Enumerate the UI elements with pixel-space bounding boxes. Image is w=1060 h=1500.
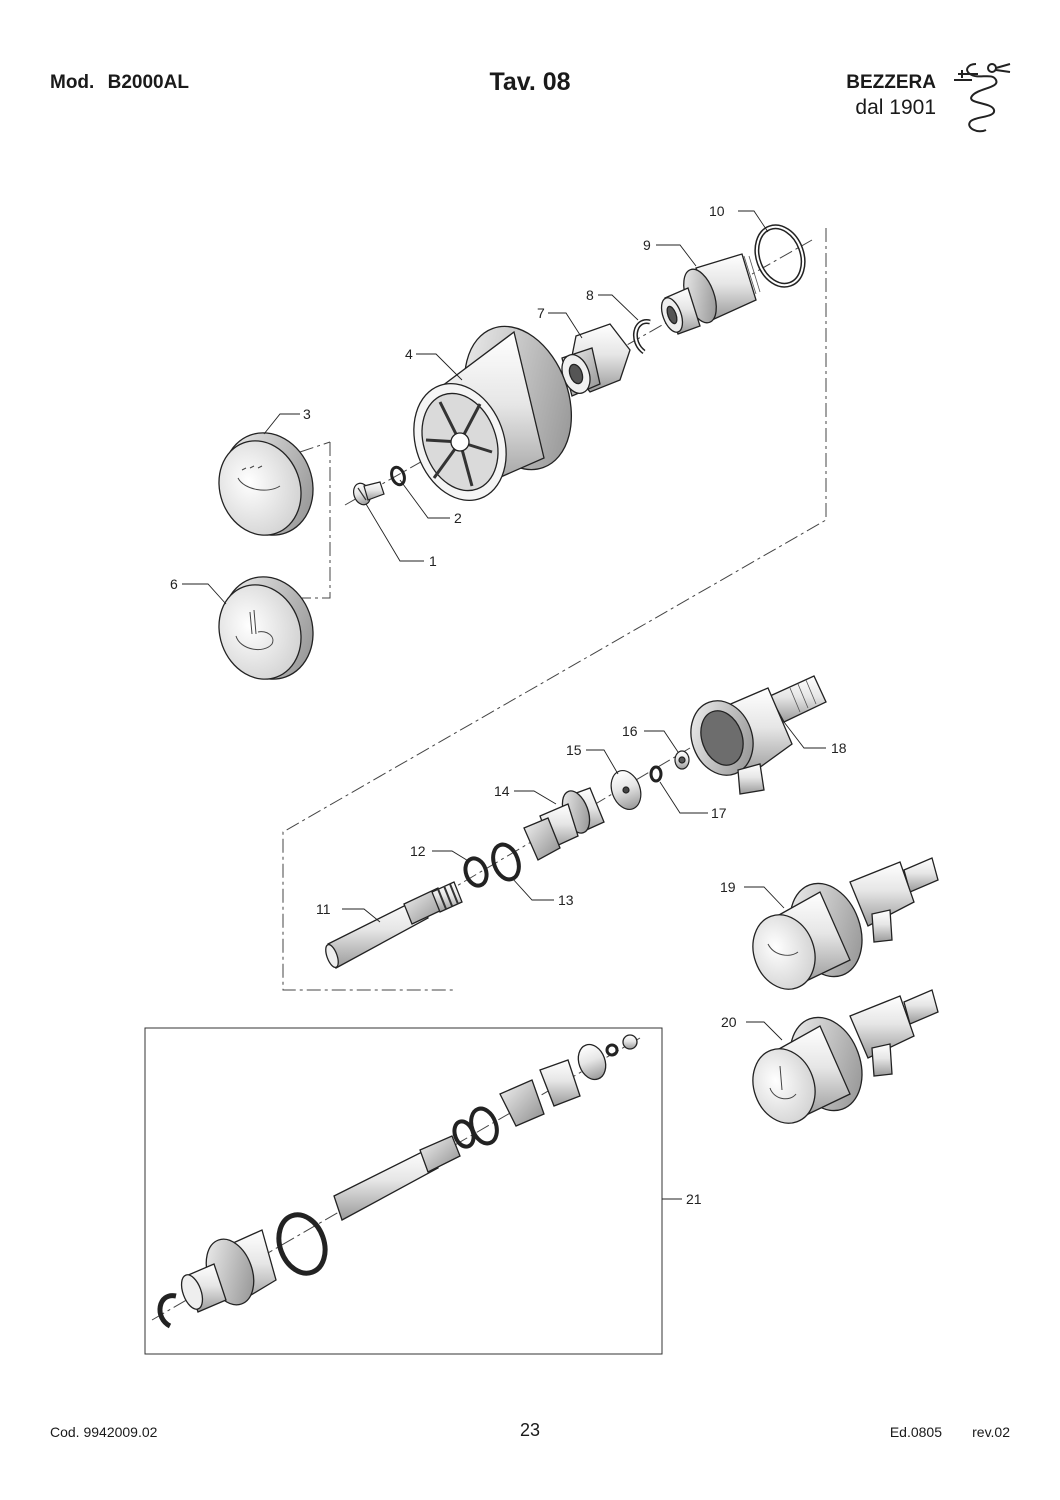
callout-13: 13 [558, 892, 574, 908]
part-2-lock-washer [390, 465, 406, 487]
page-header: Mod. B2000AL Tav. 08 BEZZERA dal 1901 [0, 0, 1060, 150]
callout-21: 21 [686, 1191, 702, 1207]
callout-19: 19 [720, 879, 736, 895]
part-11-spindle [325, 881, 463, 969]
edition: Ed.0805 [889, 1424, 942, 1440]
page-footer: Cod. 9942009.02 23 Ed.0805 rev.02 [0, 1420, 1060, 1450]
part-18-valve-body [690, 675, 827, 795]
callout-2: 2 [454, 510, 462, 526]
part-13-o-ring [491, 842, 521, 882]
model-designation: Mod. B2000AL [50, 72, 189, 94]
callout-10: 10 [709, 203, 725, 219]
document-code: Cod. 9942009.02 [50, 1424, 158, 1440]
model-label: Mod. [50, 72, 95, 93]
part-19-tap-assembly [752, 857, 939, 990]
part-9-threaded-fitting [660, 253, 761, 335]
callout-8: 8 [586, 287, 594, 303]
callout-20: 20 [721, 1014, 737, 1030]
callout-4: 4 [405, 346, 413, 362]
callout-7: 7 [537, 305, 545, 321]
part-4-knob-body [413, 325, 573, 502]
callout-14: 14 [494, 783, 510, 799]
part-8-circlip [633, 319, 651, 355]
part-20-tap-assembly [752, 989, 939, 1124]
callout-11: 11 [316, 901, 331, 917]
model-value: B2000AL [107, 72, 189, 93]
callout-1: 1 [429, 553, 437, 569]
callout-18: 18 [831, 740, 847, 756]
page-number: 23 [519, 1420, 541, 1440]
callout-16: 16 [622, 723, 638, 739]
part-17-washer [649, 765, 663, 783]
part-15-disc [610, 770, 642, 810]
part-21-repair-kit [144, 1027, 663, 1355]
part-14-valve-seat [523, 787, 605, 861]
part-1-screw [352, 481, 385, 506]
callout-12: 12 [410, 843, 426, 859]
part-3-cap-coffee [218, 432, 314, 536]
callout-9: 9 [643, 237, 651, 253]
brand-block: BEZZERA dal 1901 [846, 72, 936, 120]
table-title: Tav. 08 [489, 68, 571, 96]
part-12-o-ring [463, 856, 489, 888]
part-16-nozzle [674, 750, 690, 770]
part-7-hex-nut [561, 323, 631, 397]
part-6-cap-steam [218, 576, 314, 680]
callout-labels: 10 9 8 7 4 3 2 1 6 16 18 15 14 17 12 13 … [170, 203, 847, 1207]
bezzera-logo-icon [954, 63, 1011, 133]
callout-15: 15 [566, 742, 582, 758]
brand-name: BEZZERA [846, 72, 936, 93]
leader-lines [182, 210, 826, 1200]
revision: rev.02 [972, 1424, 1010, 1440]
callout-17: 17 [711, 805, 727, 821]
callout-3: 3 [303, 406, 311, 422]
callout-6: 6 [170, 576, 178, 592]
part-10-o-ring [754, 224, 806, 288]
brand-since: dal 1901 [855, 96, 936, 119]
